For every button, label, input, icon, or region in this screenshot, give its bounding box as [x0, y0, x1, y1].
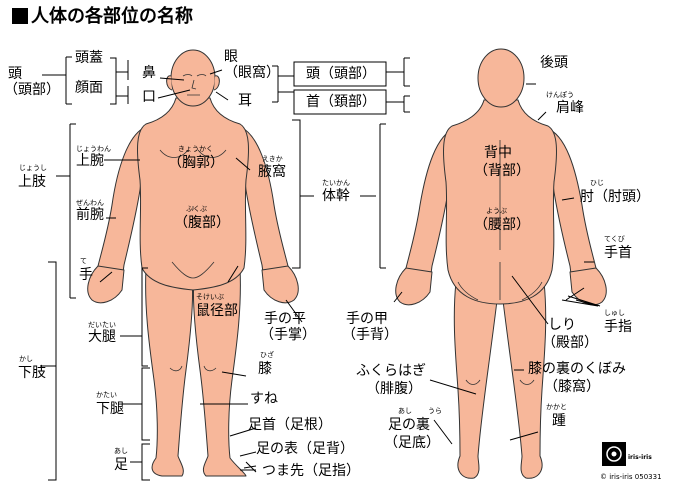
reading-kenpou: けんぽう: [546, 91, 574, 99]
label-me: 眼: [224, 49, 238, 65]
label-jouwan: 上腕: [76, 153, 104, 169]
reading-jouwan: じょうわん: [76, 145, 111, 153]
label-kuchi: 口: [142, 89, 156, 105]
back-body-lines: [457, 140, 543, 385]
label-senaka: 背中: [484, 145, 512, 161]
label-hiza: 膝: [258, 361, 272, 377]
label-mimi: 耳: [238, 93, 252, 109]
label-tenokou: 手の甲: [346, 311, 388, 327]
front-figure: [87, 49, 299, 477]
label-senaka-sub: （背部）: [474, 163, 530, 179]
reading-youbu: ようぶ: [486, 207, 507, 215]
label-ashinoura: 足の裏: [388, 417, 430, 433]
label-me-sub: （眼窩）: [224, 65, 280, 81]
reading-ashinoura-1: あし: [398, 407, 412, 415]
reading-kashi: かし: [19, 355, 33, 363]
reading-tekubi: てくび: [604, 235, 625, 243]
front-right-leg: [192, 267, 247, 477]
label-kakato: 踵: [552, 413, 566, 429]
label-tougai: 頭蓋: [75, 50, 103, 66]
label-shiri: しり: [548, 317, 576, 333]
label-sokeibu: 鼠径部: [196, 303, 238, 319]
reading-sokeibu: そけいぶ: [196, 293, 224, 301]
reading-zenwan: ぜんわん: [76, 199, 104, 207]
front-left-hand: [87, 265, 125, 304]
label-youbu: （腰部）: [474, 217, 530, 233]
front-torso: [137, 97, 249, 291]
reading-daitai: だいたい: [88, 321, 116, 329]
reading-katai: かたい: [96, 391, 117, 399]
label-zenwan: 前腕: [76, 207, 104, 223]
label-atama-sub: （頭部）: [4, 82, 60, 98]
back-right-hand: [569, 267, 607, 306]
connector-lines: [40, 56, 601, 481]
back-left-hand: [395, 267, 433, 306]
label-atama: 頭: [8, 66, 22, 82]
reading-ekika: えきか: [262, 155, 283, 163]
reading-te: て: [80, 257, 87, 265]
label-joushi: 上肢: [18, 174, 46, 190]
diagram-title: 人体の各部位の名称: [12, 8, 193, 26]
label-fukubu: （腹部）: [174, 215, 230, 231]
label-tenohira: 手の平: [264, 311, 306, 327]
label-hizaura: 膝の裏のくぼみ: [528, 361, 626, 377]
reading-joushi: じょうし: [19, 164, 47, 172]
label-koutou: 後頭: [540, 55, 568, 71]
reading-shushi: しゅし: [604, 309, 625, 317]
label-tenohira-sub: （手掌）: [260, 327, 316, 343]
back-head: [477, 48, 525, 108]
label-fukurahagi-sub: （腓腹）: [366, 381, 422, 397]
label-tekubi: 手首: [604, 245, 632, 261]
label-ashi: 足: [114, 457, 128, 473]
label-tsumasaki: つま先（足指）: [262, 463, 360, 479]
label-taikan: 体幹: [322, 188, 350, 204]
label-ganmen: 顔面: [75, 80, 103, 96]
label-hiji: 肘（肘頭）: [580, 189, 650, 205]
label-tenokou-sub: （手背）: [342, 327, 398, 343]
label-hana: 鼻: [142, 65, 156, 81]
logo-text: iris-iris: [628, 454, 652, 461]
copyright-text: © iris-iris 050331: [600, 473, 662, 481]
front-right-hand: [261, 265, 299, 304]
back-left-leg: [453, 281, 499, 479]
reading-hiji: ひじ: [590, 179, 604, 187]
title-square-icon: [12, 8, 28, 24]
title-text: 人体の各部位の名称: [31, 6, 193, 27]
label-neck-box: 首（頚部）: [306, 94, 376, 110]
label-te: 手: [79, 267, 93, 283]
front-head: [170, 49, 216, 107]
back-right-leg: [501, 281, 547, 479]
label-sune: すね: [250, 391, 278, 407]
reading-hiza: ひざ: [260, 351, 274, 359]
label-katai: 下腿: [96, 401, 124, 417]
reading-kyoukaku: きょうかく: [178, 145, 213, 153]
front-ears: [166, 75, 220, 91]
label-ashinoomote: 足の表（足背）: [256, 441, 354, 457]
front-face-lines: [182, 74, 207, 96]
reading-ashinoura-2: うら: [428, 407, 442, 415]
label-shiri-sub: （殿部）: [542, 335, 598, 351]
label-kyoukaku: （胸郭）: [168, 155, 224, 171]
reading-taikan: たいかん: [322, 179, 350, 187]
reading-ashi: あし: [114, 447, 128, 455]
front-left-leg: [145, 267, 194, 477]
label-ashikubi: 足首（足根）: [248, 417, 332, 433]
label-daitai: 大腿: [88, 329, 116, 345]
label-kenpou: 肩峰: [556, 100, 584, 116]
label-hizaura-sub: （膝窩）: [544, 379, 600, 395]
label-ashinoura-sub: （足底）: [384, 435, 440, 451]
label-head-box: 頭（頭部）: [306, 66, 376, 82]
back-figure: [395, 48, 607, 479]
logo-mark: [602, 442, 626, 466]
label-ekika: 腋窩: [258, 164, 286, 180]
label-kashi: 下肢: [18, 365, 46, 381]
reading-kakato: かかと: [546, 403, 567, 411]
label-shushi: 手指: [604, 319, 632, 335]
reading-fukubu: ふくぶ: [186, 205, 207, 213]
label-fukurahagi: ふくらはぎ: [356, 363, 426, 379]
front-body-lines: [159, 149, 227, 372]
